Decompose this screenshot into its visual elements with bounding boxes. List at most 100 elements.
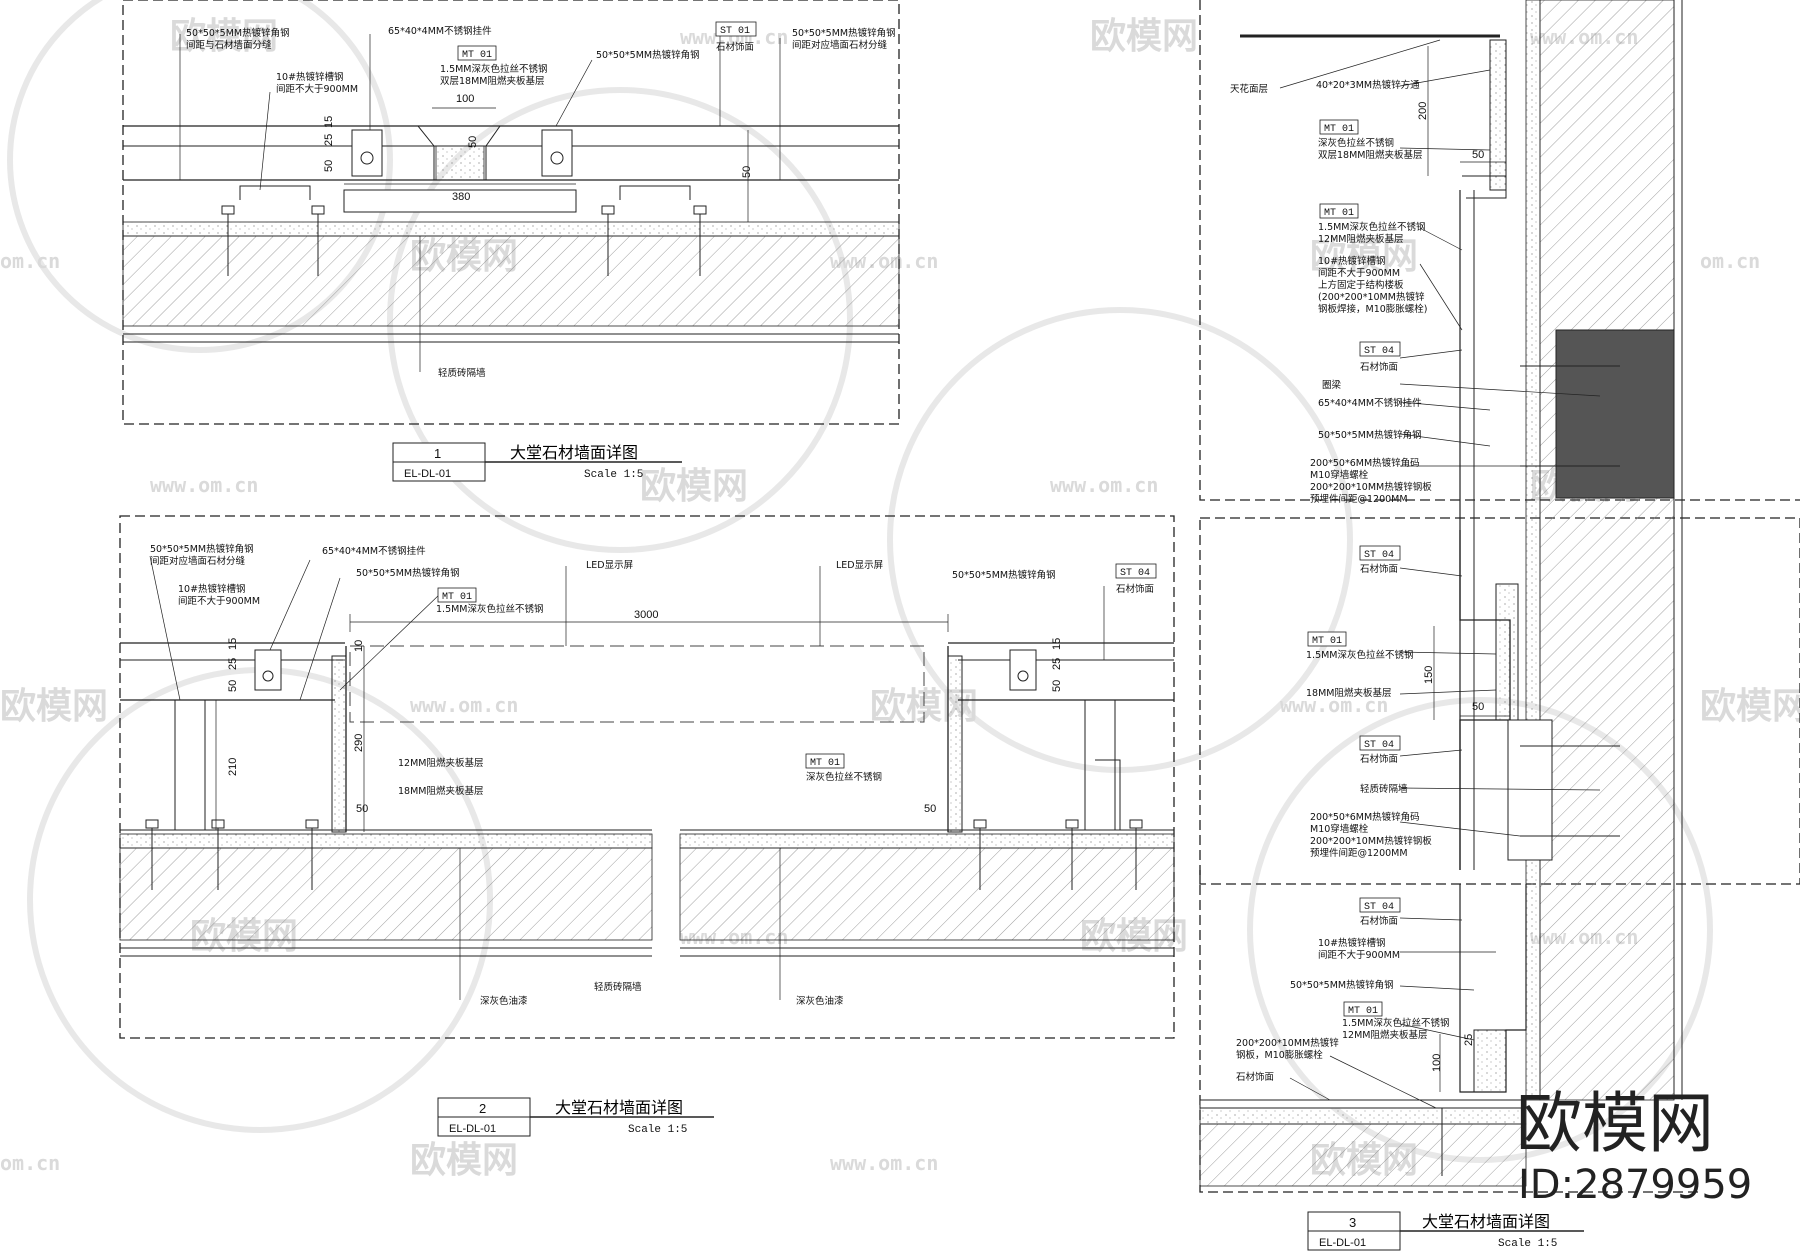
note-channel: 10#热镀锌槽钢: [178, 583, 246, 595]
note-channel-3: 上方固定于结构楼板: [1318, 279, 1404, 291]
mt-tag: MT 01: [1348, 1006, 1378, 1017]
note-angle-right-2: 间距对应墙面石材分缝: [792, 39, 888, 51]
note-bracket: 200*50*6MM热镀锌角码: [1310, 811, 1420, 823]
dim-50: 50: [356, 803, 368, 815]
note-angle: 50*50*5MM热镀锌角钢: [1318, 429, 1422, 441]
watermark-url: www.om.cn: [150, 473, 258, 497]
note-wall: 轻质砖隔墙: [438, 367, 486, 379]
watermark-brand: 欧模网: [640, 466, 748, 507]
dim-10: 10: [353, 640, 365, 652]
note-plate-2: 钢板，M10膨胀螺栓: [1236, 1049, 1323, 1061]
note-channel: 10#热镀锌槽钢: [1318, 255, 1386, 267]
note-channel-2: 间距不大于900MM: [1318, 267, 1400, 279]
dim-3000: 3000: [634, 609, 658, 621]
mt-desc: 1.5MM深灰色拉丝不锈钢: [436, 603, 544, 615]
mt-desc: 1.5MM深灰色拉丝不锈钢: [1306, 649, 1414, 661]
watermark-url: www.om.cn: [1280, 693, 1388, 717]
watermark-url: www.om.cn: [1050, 473, 1158, 497]
st-desc: 石材饰面: [1360, 915, 1398, 927]
note-angle-steel-2: 间距对应墙面石材分缝: [150, 555, 246, 567]
note-bracket-3: 200*200*10MM热镀锌钢板: [1310, 835, 1432, 847]
note-channel-4: (200*200*10MM热镀锌: [1318, 291, 1425, 303]
dim-380: 380: [452, 191, 470, 203]
st-desc: 石材饰面: [1360, 563, 1398, 575]
watermark-url: om.cn: [0, 1151, 60, 1175]
note-clip: 65*40*4MM不锈钢挂件: [322, 545, 426, 557]
dim-50: 50: [1051, 680, 1063, 692]
note-bracket-4: 预埋件间距@1200MM: [1310, 847, 1408, 859]
mt-desc: 深灰色拉丝不锈钢: [1318, 137, 1394, 149]
st-desc: 石材饰面: [716, 41, 754, 53]
note-channel-5: 钢板焊接，M10膨胀螺栓): [1318, 303, 1428, 315]
brand-logo-text: 欧模网: [1516, 1085, 1714, 1162]
note-angle: 50*50*5MM热镀锌角钢: [596, 49, 700, 61]
note-channel: 10#热镀锌槽钢: [276, 71, 344, 83]
st-tag: ST 04: [1364, 740, 1394, 751]
st-tag: ST 04: [1364, 550, 1394, 561]
detail-1: 100 50 380 25 15 50 50 50*50*5MM热镀锌角钢 间距…: [122, 0, 900, 482]
watermark-url: om.cn: [1700, 249, 1760, 273]
detail-3: 200 50 150 50 25 100: [1199, 0, 1800, 1251]
dim-25: 25: [1463, 1034, 1475, 1046]
note-wall: 轻质砖隔墙: [594, 981, 642, 993]
title-block-2: 2 EL-DL-01 大堂石材墙面详图 Scale 1:5: [437, 1097, 714, 1137]
watermark-brand: 欧模网: [1700, 686, 1800, 727]
title-block-3: 3 EL-DL-01 大堂石材墙面详图 Scale 1:5: [1307, 1211, 1584, 1251]
st-desc: 石材饰面: [1116, 583, 1154, 595]
detail-title: 大堂石材墙面详图: [510, 443, 638, 462]
note-plate: 200*200*10MM热镀锌: [1236, 1037, 1339, 1049]
mt-desc-2: 双层18MM阻燃夹板基层: [1318, 149, 1422, 161]
detail-scale: Scale 1:5: [628, 1124, 687, 1136]
dim-50: 50: [467, 136, 479, 148]
note-ceiling: 天花面层: [1230, 83, 1268, 95]
dim-50: 50: [924, 803, 936, 815]
mt-desc-2: 12MM阻燃夹板基层: [1318, 233, 1403, 245]
mt-desc: 1.5MM深灰色拉丝不锈钢: [1342, 1017, 1450, 1029]
watermark-url: www.om.cn: [410, 693, 518, 717]
st-tag: ST 04: [1364, 346, 1394, 357]
mt-desc: 深灰色拉丝不锈钢: [806, 771, 882, 783]
dim-200: 200: [1417, 102, 1429, 120]
note-channel: 10#热镀锌槽钢: [1318, 937, 1386, 949]
note-bracket-2: M10穿墙螺栓: [1310, 823, 1369, 835]
dim-290: 290: [353, 734, 365, 752]
st-tag: ST 04: [1364, 902, 1394, 913]
mt-desc-2: 双层18MM阻燃夹板基层: [440, 75, 544, 87]
note-paint: 深灰色油漆: [480, 995, 528, 1007]
dim-100: 100: [456, 93, 474, 105]
detail-ref: EL-DL-01: [449, 1123, 496, 1135]
mt-desc: 1.5MM深灰色拉丝不锈钢: [440, 63, 548, 75]
note-plywood-12: 12MM阻燃夹板基层: [398, 757, 483, 769]
watermark-url: www.om.cn: [830, 1151, 938, 1175]
note-floor: 石材饰面: [1236, 1071, 1274, 1083]
note-led: LED显示屏: [586, 560, 633, 571]
detail-scale: Scale 1:5: [584, 469, 643, 481]
mt-tag: MT 01: [1324, 124, 1354, 135]
mt-tag: MT 01: [810, 758, 840, 769]
note-paint: 深灰色油漆: [796, 995, 844, 1007]
note-plywood-18: 18MM阻燃夹板基层: [398, 785, 483, 797]
note-bracket-4: 预埋件间距@1200MM: [1310, 493, 1408, 505]
mt-tag: MT 01: [1324, 208, 1354, 219]
dim-50: 50: [1472, 701, 1484, 713]
watermark-brand: 欧模网: [1310, 236, 1418, 277]
dim-50: 50: [323, 160, 335, 172]
note-angle-steel: 50*50*5MM热镀锌角钢: [186, 27, 290, 39]
detail-title: 大堂石材墙面详图: [555, 1098, 683, 1117]
dim-210: 210: [227, 758, 239, 776]
st-tag: ST 01: [720, 26, 750, 37]
watermark-brand: 欧模网: [410, 1140, 518, 1181]
note-tube: 40*20*3MM热镀锌方通: [1316, 79, 1420, 91]
note-bracket: 200*50*6MM热镀锌角码: [1310, 457, 1420, 469]
note-wall: 轻质砖隔墙: [1360, 783, 1408, 795]
note-bracket-3: 200*200*10MM热镀锌钢板: [1310, 481, 1432, 493]
note-beam: 圈梁: [1322, 379, 1342, 391]
watermark-brand: 欧模网: [1090, 16, 1198, 57]
detail-scale: Scale 1:5: [1498, 1238, 1557, 1250]
dim-25: 25: [323, 134, 335, 146]
title-block-1: 1 EL-DL-01 大堂石材墙面详图 Scale 1:5: [392, 442, 682, 482]
watermark-url: om.cn: [0, 249, 60, 273]
note-angle-right: 50*50*5MM热镀锌角钢: [792, 27, 896, 39]
mt-desc-2: 12MM阻燃夹板基层: [1342, 1029, 1427, 1041]
